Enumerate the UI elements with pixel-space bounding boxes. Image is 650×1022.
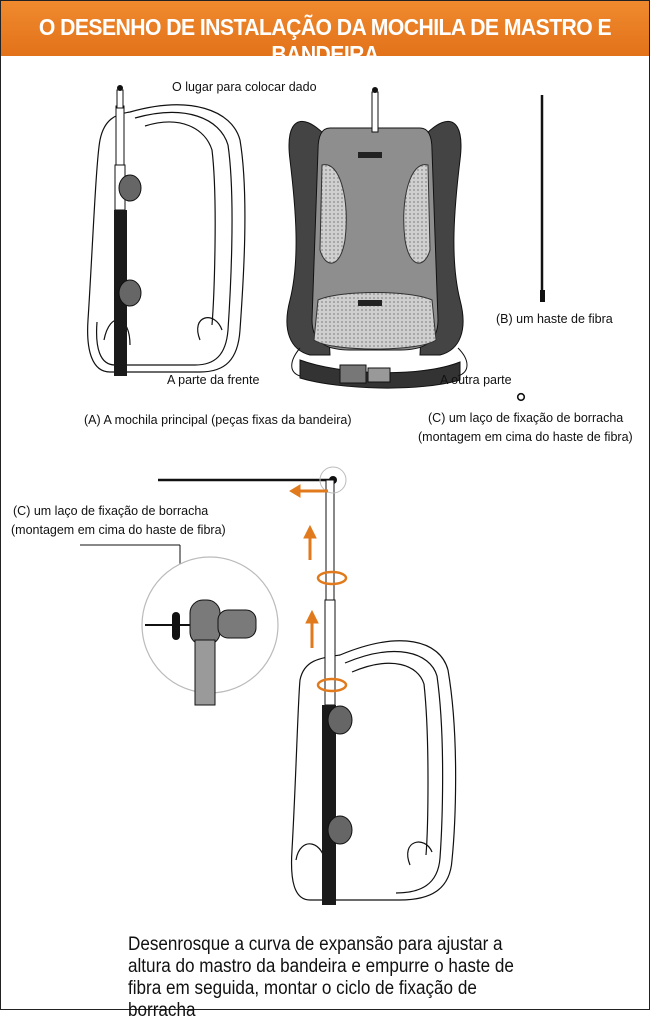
rubber-loop-label-line2: (montagem em cima do haste de fibra): [418, 430, 633, 444]
orange-direction-arrows: [289, 484, 348, 693]
front-pole-group: [114, 85, 142, 376]
rubber-loop-label-line1: (C) um laço de fixação de borracha: [428, 411, 624, 425]
back-backpack-drawing: [286, 87, 468, 389]
detail-loop-label-line2: (montagem em cima do haste de fibra): [11, 523, 226, 537]
instruction-line-1: Desenrosque a curva de expansão para aju…: [128, 934, 503, 955]
rubber-loop-icon: [516, 392, 526, 402]
main-backpack-label: (A) A mochila principal (peças fixas da …: [84, 413, 352, 427]
title-banner: O DESENHO DE INSTALAÇÃO DA MOCHILA DE MA…: [1, 1, 649, 67]
instruction-line-2: altura do mastro da bandeira e empurre o…: [128, 956, 514, 977]
other-part-label: A outra parte: [440, 373, 512, 387]
instruction-text: Desenrosque a curva de expansão para aju…: [128, 934, 524, 1022]
detail-zoom-circle: [80, 544, 279, 706]
front-part-label: A parte da frente: [167, 373, 260, 387]
fiber-rod-drawing: [540, 95, 545, 302]
instruction-line-3: fibra em seguida, montar o ciclo de fixa…: [128, 978, 477, 1021]
page-title: O DESENHO DE INSTALAÇÃO DA MOCHILA DE MA…: [38, 14, 612, 67]
fiber-rod-label: (B) um haste de fibra: [496, 312, 613, 326]
detail-loop-label-line1: (C) um laço de fixação de borracha: [13, 504, 209, 518]
assembled-pole-group: [158, 466, 353, 905]
front-backpack-drawing: [87, 104, 246, 373]
assembled-backpack-drawing: [290, 640, 457, 901]
data-place-label: O lugar para colocar dado: [172, 80, 317, 94]
